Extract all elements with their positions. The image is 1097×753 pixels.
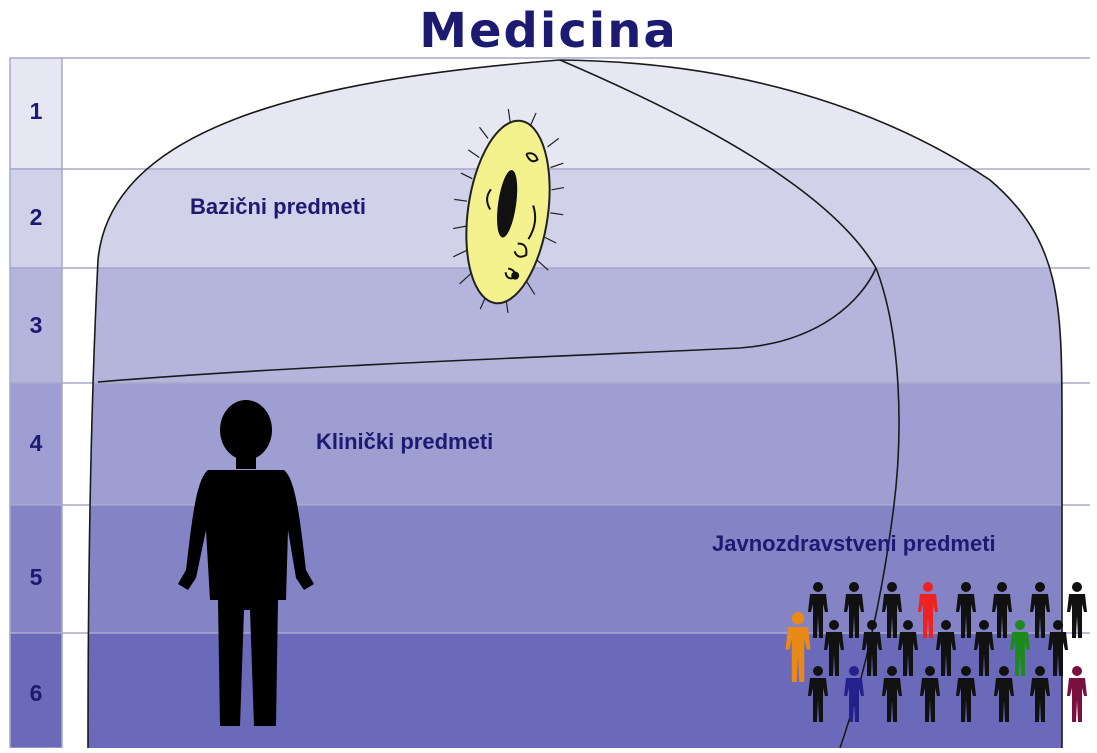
- year-label-3: 3: [10, 312, 62, 339]
- public-health-subjects-label: Javnozdravstveni predmeti: [712, 531, 996, 557]
- year-label-5: 5: [10, 564, 62, 591]
- year-label-2: 2: [10, 204, 62, 231]
- basic-subjects-label: Bazični predmeti: [190, 194, 366, 220]
- crowd-person: [1067, 582, 1087, 638]
- year-label-6: 6: [10, 680, 62, 707]
- year-label-1: 1: [10, 98, 62, 125]
- page-title: Medicina: [0, 2, 1097, 60]
- clinical-subjects-label: Klinički predmeti: [316, 429, 493, 455]
- year-label-4: 4: [10, 430, 62, 457]
- year-column: [10, 58, 62, 748]
- crowd-person: [1067, 666, 1087, 722]
